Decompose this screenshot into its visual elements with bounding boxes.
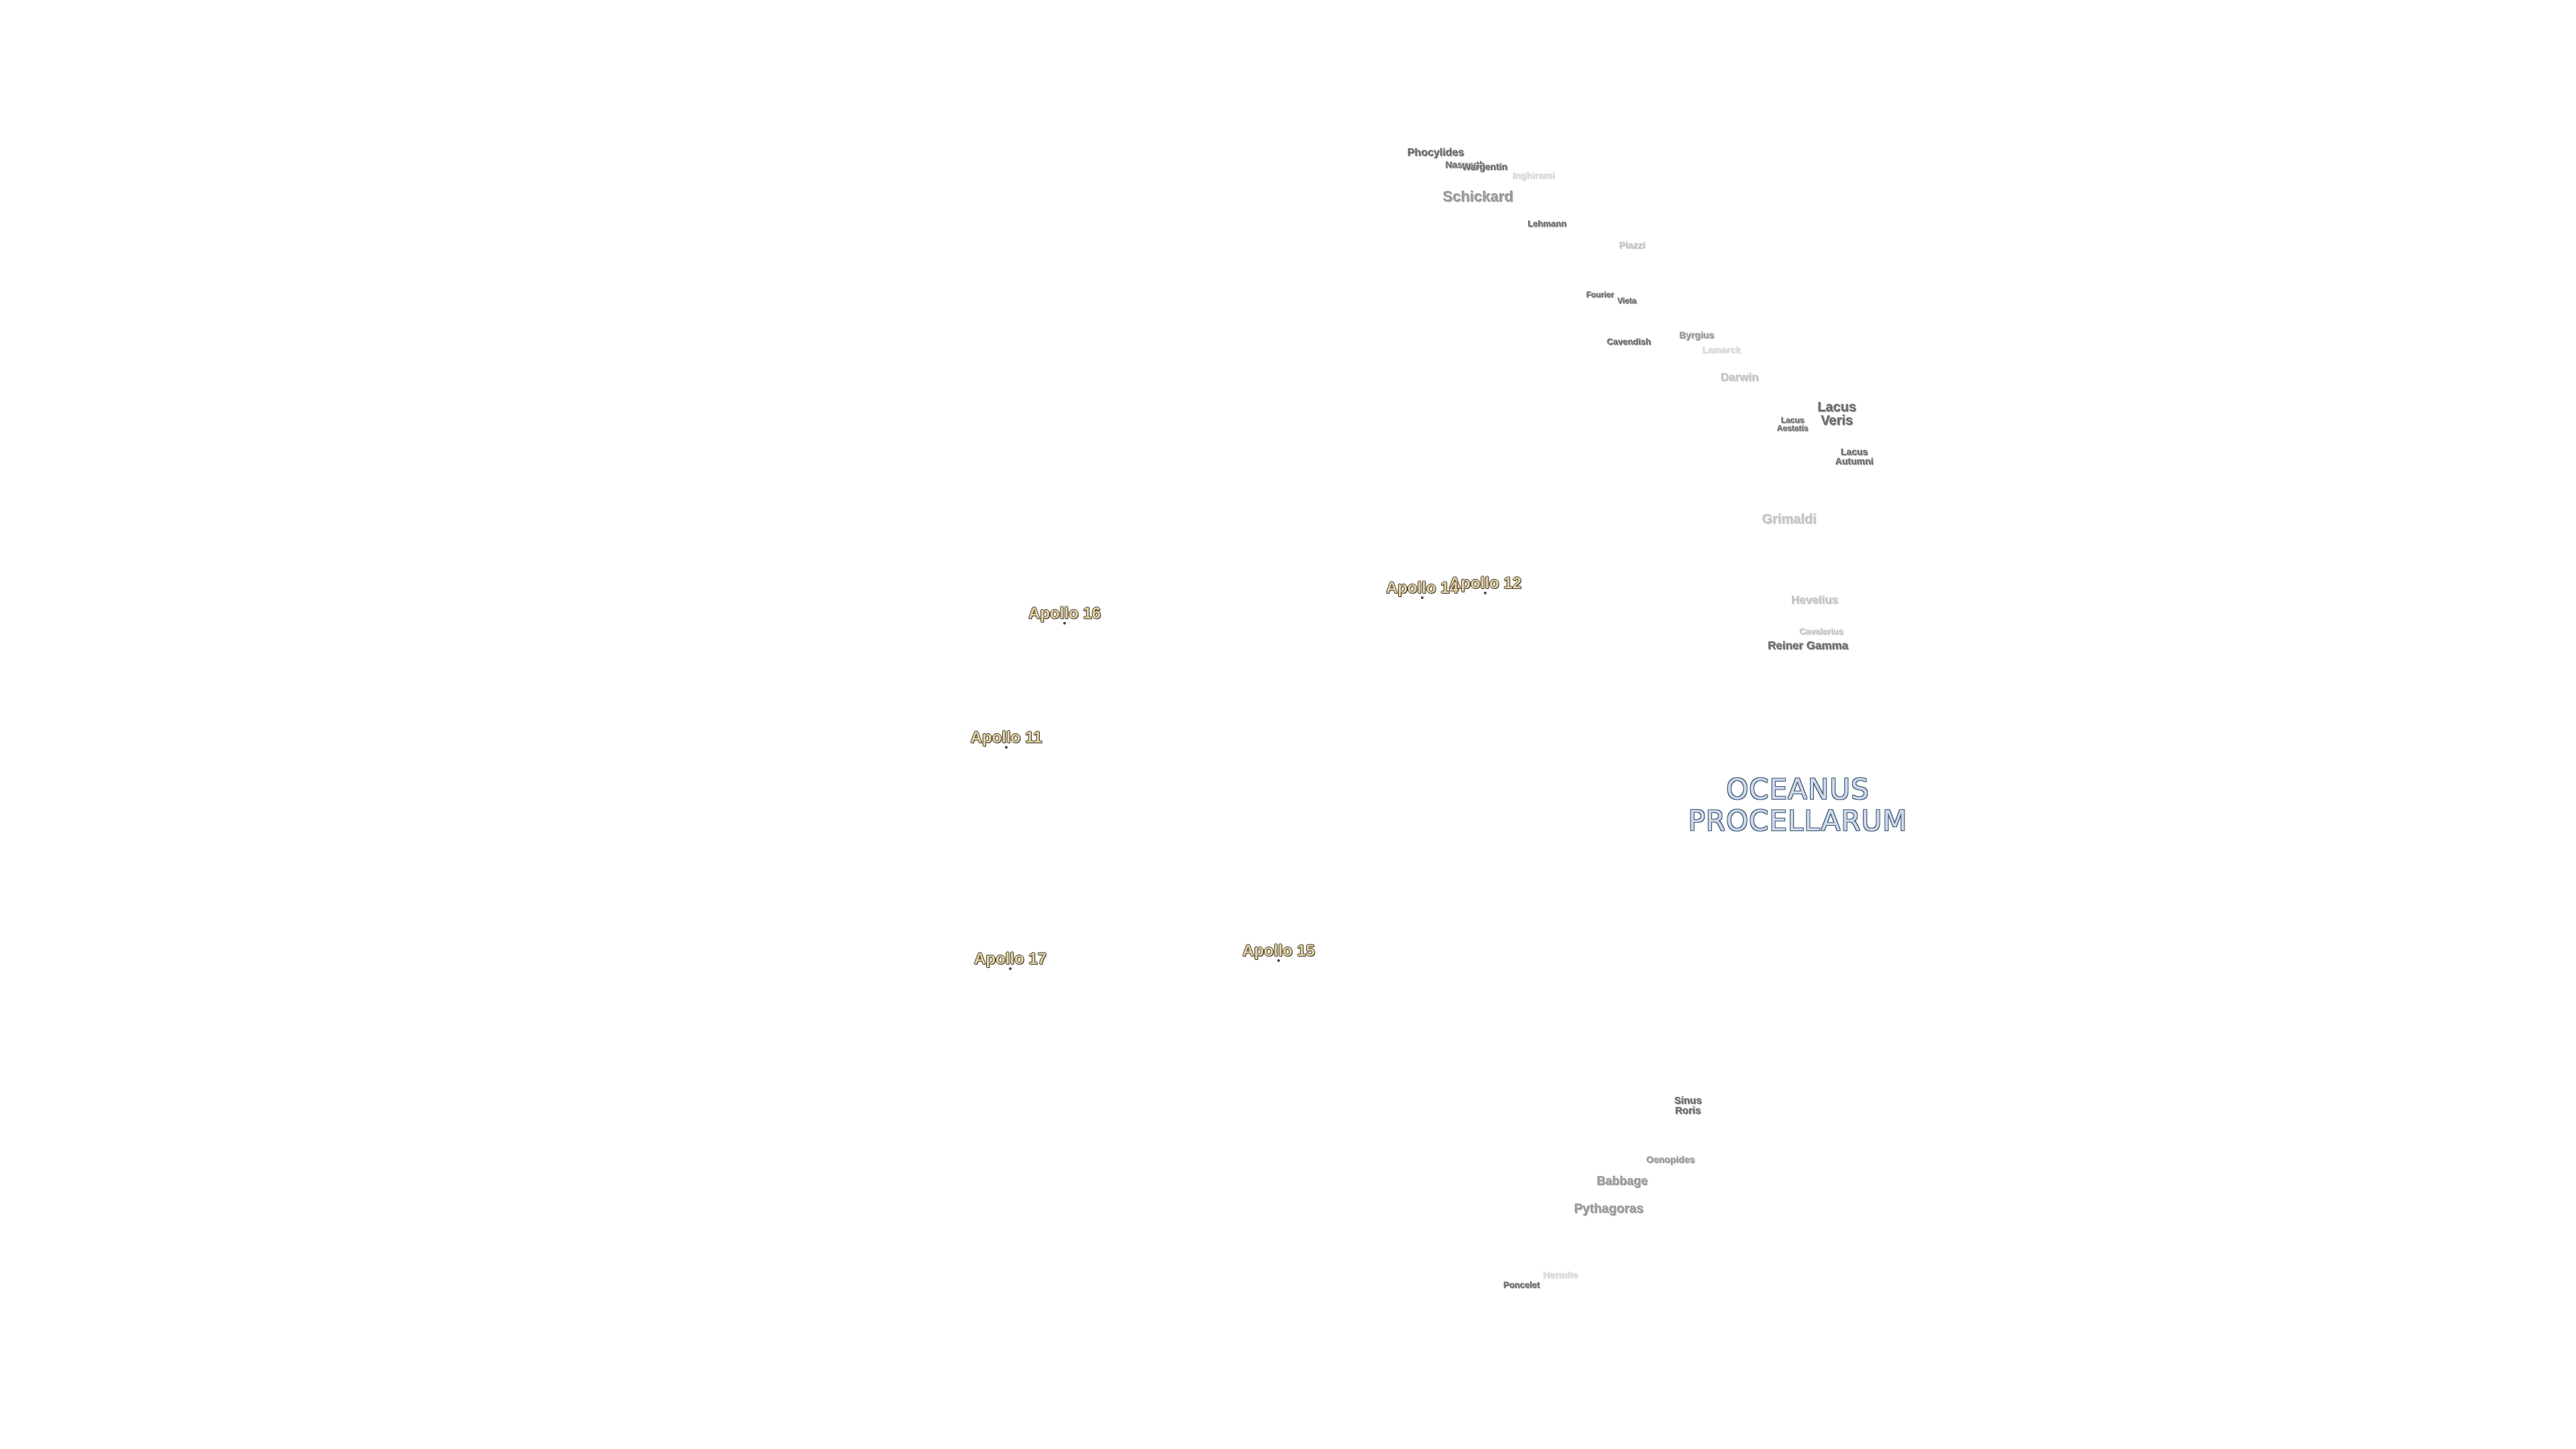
feature-label-byrgius[interactable]: Byrgius — [1678, 329, 1715, 340]
feature-label-lacus-autumni[interactable]: Lacus Autumni — [1835, 446, 1874, 466]
feature-label-lacus-veris[interactable]: Lacus Veris — [1817, 400, 1856, 428]
apollo-11-marker[interactable] — [1005, 746, 1008, 749]
apollo-16-label[interactable]: Apollo 16 — [1028, 604, 1102, 623]
feature-label-pythagoras[interactable]: Pythagoras — [1574, 1201, 1644, 1216]
feature-label-piazzi[interactable]: Piazzi — [1619, 239, 1646, 250]
feature-label-cavendish[interactable]: Cavendish — [1607, 336, 1651, 347]
apollo-16-marker[interactable] — [1063, 622, 1066, 625]
feature-label-lamarck[interactable]: Lamarck — [1702, 344, 1741, 355]
apollo-15-marker[interactable] — [1277, 959, 1280, 962]
feature-label-inghirami[interactable]: Inghirami — [1512, 170, 1555, 180]
apollo-12-label[interactable]: Apollo 12 — [1448, 574, 1522, 592]
feature-label-nasmyth[interactable]: Nasmyth — [1445, 159, 1485, 170]
apollo-12-marker[interactable] — [1484, 592, 1487, 594]
feature-label-poncelet[interactable]: Poncelet — [1503, 1279, 1540, 1290]
apollo-17-marker[interactable] — [1009, 967, 1012, 970]
feature-label-hevelius[interactable]: Hevelius — [1791, 593, 1838, 606]
feature-label-lacus-aestatis[interactable]: Lacus Aestatis — [1776, 415, 1809, 433]
feature-label-phocylides[interactable]: Phocylides — [1407, 147, 1464, 158]
feature-label-lehmann[interactable]: Lehmann — [1527, 218, 1566, 229]
apollo-14-marker[interactable] — [1421, 596, 1424, 599]
feature-label-cavalerius[interactable]: Cavalerius — [1799, 626, 1843, 637]
feature-label-grimaldi[interactable]: Grimaldi — [1762, 512, 1817, 527]
apollo-15-label[interactable]: Apollo 15 — [1242, 942, 1316, 960]
feature-label-sinus-roris[interactable]: Sinus Roris — [1674, 1095, 1702, 1116]
feature-label-schickard[interactable]: Schickard — [1442, 188, 1513, 205]
feature-label-wargentin[interactable]: Wargentin — [1462, 161, 1507, 172]
feature-label-fourier[interactable]: Fourier — [1586, 290, 1614, 299]
feature-label-reiner-gamma[interactable]: Reiner Gamma — [1768, 639, 1848, 652]
apollo-14-label[interactable]: Apollo 14 — [1385, 579, 1459, 597]
feature-label-hermite[interactable]: Hermite — [1542, 1269, 1578, 1280]
feature-label-babbage[interactable]: Babbage — [1596, 1174, 1648, 1187]
mare-label-oceanus-procellarum: OCEANUS PROCELLARUM — [1688, 772, 1908, 837]
apollo-17-label[interactable]: Apollo 17 — [973, 950, 1047, 968]
feature-label-oenopides[interactable]: Oenopides — [1646, 1154, 1695, 1165]
apollo-11-label[interactable]: Apollo 11 — [970, 729, 1042, 747]
feature-label-darwin[interactable]: Darwin — [1720, 370, 1759, 384]
feature-label-vieta[interactable]: Vieta — [1617, 296, 1637, 305]
